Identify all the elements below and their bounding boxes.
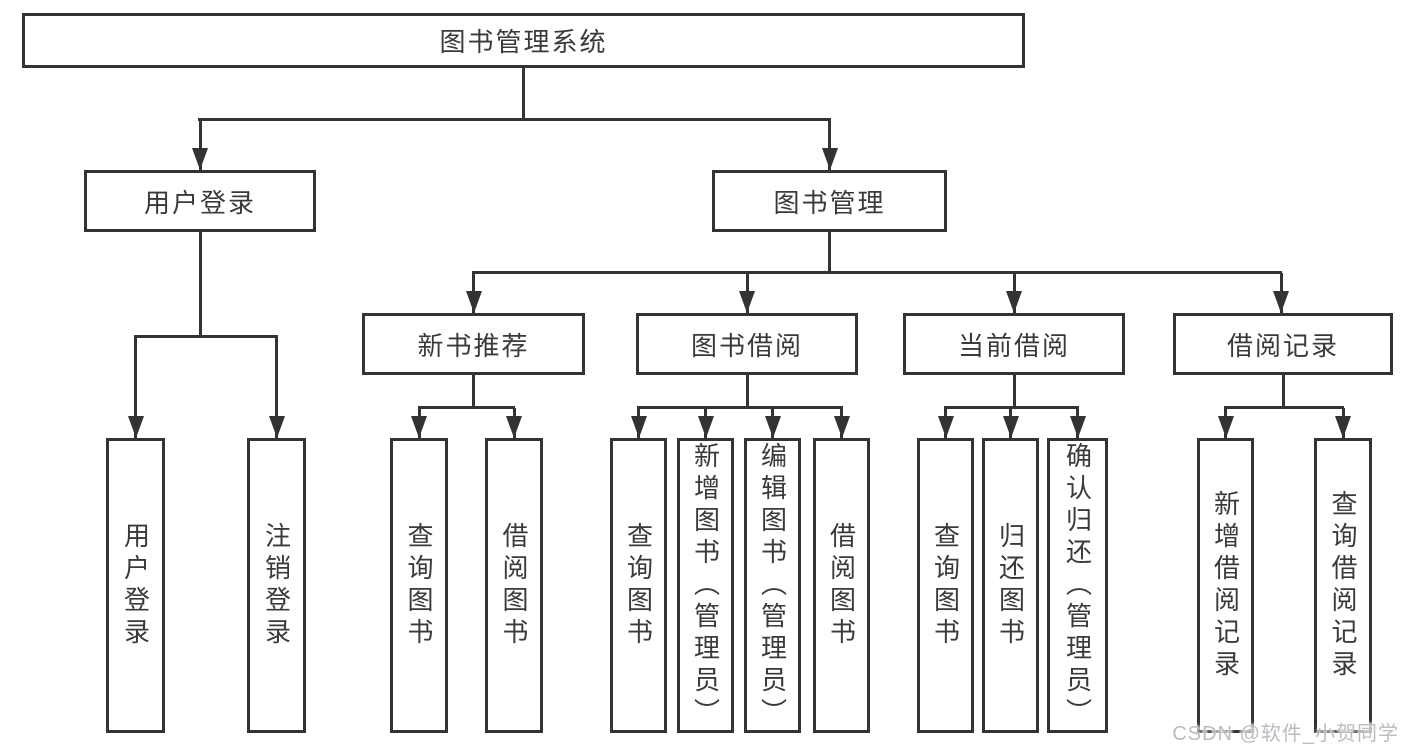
connector-arrow — [697, 416, 714, 438]
connector-arrow — [1273, 291, 1289, 313]
csdn-watermark: CSDN @软件_小贺同学 — [1172, 723, 1399, 745]
node-current-borrow: 当前借阅 — [903, 313, 1125, 375]
node-borrow-record: 借阅记录 — [1173, 313, 1393, 375]
leaf-recommend-borrow-book: 借阅图书 — [485, 438, 543, 733]
connector-line — [134, 335, 137, 438]
connector-line — [417, 406, 515, 409]
node-root: 图书管理系统 — [22, 13, 1025, 68]
leaf-borrow-borrow-book: 借阅图书 — [813, 438, 870, 733]
connector-arrow — [1006, 291, 1022, 313]
connector-line — [134, 335, 278, 338]
connector-arrow — [465, 291, 482, 313]
node-new-book-recommend: 新书推荐 — [362, 313, 585, 375]
node-user-login: 用户登录 — [84, 170, 316, 232]
connector-line — [198, 232, 202, 337]
connector-line — [522, 68, 525, 120]
leaf-borrow-edit-book-admin: 编辑图书（管理员） — [744, 438, 801, 733]
leaf-current-confirm-return-admin: 确认归还（管理员） — [1047, 438, 1108, 733]
connector-arrow — [1002, 416, 1019, 438]
leaf-current-query-book: 查询图书 — [917, 438, 974, 733]
connector-line — [1224, 406, 1344, 409]
leaf-record-query: 查询借阅记录 — [1314, 438, 1372, 733]
connector-line — [198, 118, 830, 121]
leaf-current-return-book: 归还图书 — [982, 438, 1039, 733]
connector-arrow — [127, 416, 144, 438]
leaf-user-login: 用户登录 — [106, 438, 165, 733]
connector-arrow — [937, 416, 954, 438]
connector-arrow — [764, 416, 781, 438]
leaf-logout: 注销登录 — [247, 438, 306, 733]
connector-arrow — [1217, 416, 1234, 438]
node-book-management: 图书管理 — [712, 170, 947, 232]
connector-line — [828, 232, 831, 273]
connector-arrow — [739, 291, 755, 313]
connector-line — [637, 406, 843, 409]
connector-arrow — [1335, 416, 1351, 438]
connector-line — [472, 375, 475, 408]
connector-line — [1012, 375, 1016, 408]
connector-arrow — [192, 148, 208, 170]
connector-line — [745, 375, 749, 408]
connector-arrow — [268, 416, 285, 438]
connector-line — [198, 118, 202, 170]
connector-line — [275, 335, 278, 438]
leaf-record-add: 新增借阅记录 — [1197, 438, 1254, 733]
connector-line — [1281, 375, 1285, 408]
connector-arrow — [1069, 416, 1086, 438]
connector-arrow — [411, 416, 427, 438]
node-book-borrow: 图书借阅 — [636, 313, 858, 375]
leaf-recommend-query-book: 查询图书 — [390, 438, 448, 733]
connector-line — [944, 406, 1079, 409]
connector-line — [472, 271, 1282, 274]
connector-arrow — [833, 416, 850, 438]
leaf-borrow-query-book: 查询图书 — [610, 438, 667, 733]
connector-line — [828, 118, 831, 170]
connector-arrow — [630, 416, 647, 438]
connector-arrow — [506, 416, 522, 438]
connector-arrow — [821, 148, 838, 170]
leaf-borrow-add-book-admin: 新增图书（管理员） — [677, 438, 734, 733]
